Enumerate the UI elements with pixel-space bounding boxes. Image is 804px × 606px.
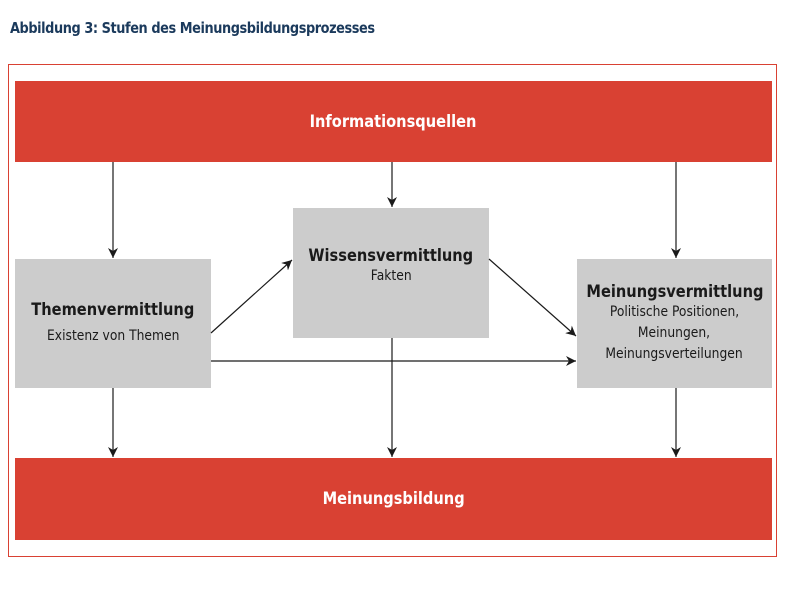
box-heading: Meinungsvermittlung (585, 282, 764, 302)
themenvermittlung-box: Themenvermittlung Existenz von Themen (15, 259, 211, 388)
informationsquellen-label: Informationsquellen (310, 111, 477, 132)
box-line: Politische Positionen, (609, 304, 740, 320)
box-line: Existenz von Themen (46, 328, 180, 344)
arrow-themen-wissen (210, 259, 293, 334)
meinungsbildung-label: Meinungsbildung (322, 489, 465, 509)
figure-title: Abbildung 3: Stufen des Meinungsbildungs… (10, 19, 375, 37)
box-line: Fakten (370, 268, 412, 284)
wissensvermittlung-box: Wissensvermittlung Fakten (293, 208, 489, 338)
diagram-frame (8, 64, 777, 557)
meinungsvermittlung-box: Meinungsvermittlung Politische Positione… (577, 259, 772, 388)
box-heading: Themenvermittlung (31, 300, 195, 320)
meinungsbildung-bar: Meinungsbildung (15, 458, 772, 540)
box-line: Meinungen, (638, 325, 711, 341)
box-line: Meinungsverteilungen (605, 346, 744, 362)
box-heading: Wissensvermittlung (308, 246, 474, 266)
informationsquellen-bar: Informationsquellen (15, 81, 772, 162)
arrow-wissen-meinung (488, 258, 577, 337)
